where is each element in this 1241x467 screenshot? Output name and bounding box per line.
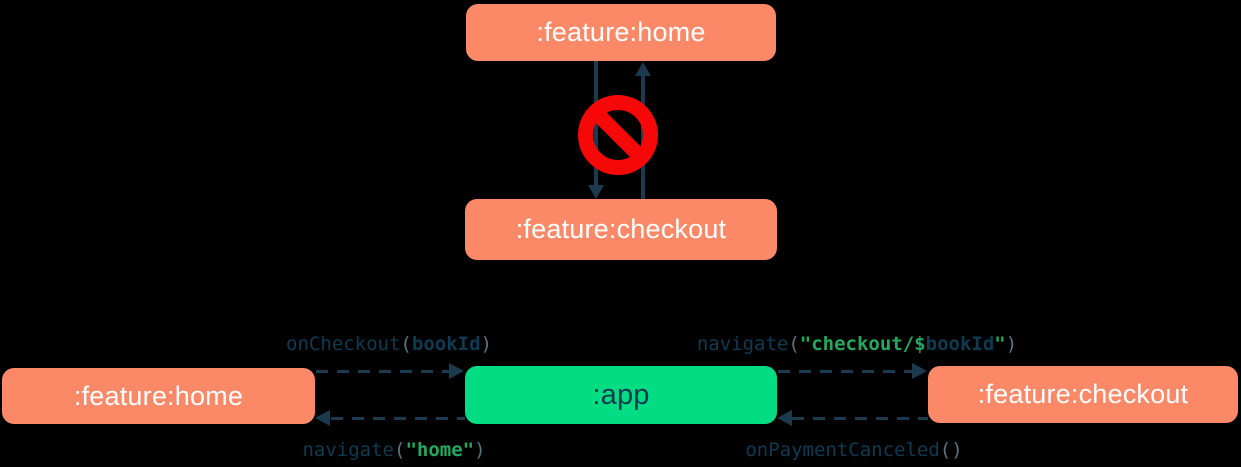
node-app: :app xyxy=(465,366,777,424)
edge-label-onpaymentcanceled: onPaymentCanceled() xyxy=(704,438,1004,462)
code-string: "checkout/ xyxy=(799,333,915,355)
arrowhead-down-icon xyxy=(588,185,604,199)
node-feature-home-top: :feature:home xyxy=(466,4,776,61)
code-string: " xyxy=(994,333,1006,355)
edge-app-to-checkout xyxy=(778,370,915,373)
code-fn: onCheckout xyxy=(286,333,401,355)
node-feature-home-bottom: :feature:home xyxy=(2,368,315,424)
code-template-var: bookId xyxy=(925,333,995,355)
code-string: "home" xyxy=(405,439,475,461)
code-paren: () xyxy=(939,439,963,461)
node-feature-checkout-top: :feature:checkout xyxy=(465,199,777,260)
no-entry-icon xyxy=(578,95,658,175)
edge-label-navigate-home: navigate("home") xyxy=(244,438,544,462)
code-paren: ) xyxy=(474,439,486,461)
code-dollar: $ xyxy=(914,333,926,355)
code-fn: onPaymentCanceled xyxy=(745,439,940,461)
arrowhead-left-icon xyxy=(315,410,330,426)
edge-label-oncheckout: onCheckout(bookId) xyxy=(239,332,539,356)
arrowhead-right-icon xyxy=(449,363,464,379)
code-paren: ( xyxy=(400,333,412,355)
code-paren: ) xyxy=(1005,333,1018,355)
node-feature-checkout-bottom: :feature:checkout xyxy=(928,366,1238,423)
arrowhead-up-icon xyxy=(635,62,651,76)
edge-label-navigate-checkout: navigate("checkout/$bookId") xyxy=(682,332,1032,356)
edge-home-to-app xyxy=(316,370,452,373)
code-paren: ) xyxy=(480,333,492,355)
arrowhead-right-icon xyxy=(912,363,927,379)
edge-app-to-home xyxy=(331,417,465,420)
code-fn: navigate xyxy=(696,333,789,355)
code-paren: ( xyxy=(393,439,406,461)
code-paren: ( xyxy=(788,333,800,355)
edge-checkout-to-app xyxy=(792,417,928,420)
code-arg: bookId xyxy=(411,333,481,355)
code-fn: navigate xyxy=(302,439,394,461)
arrowhead-left-icon xyxy=(777,410,792,426)
